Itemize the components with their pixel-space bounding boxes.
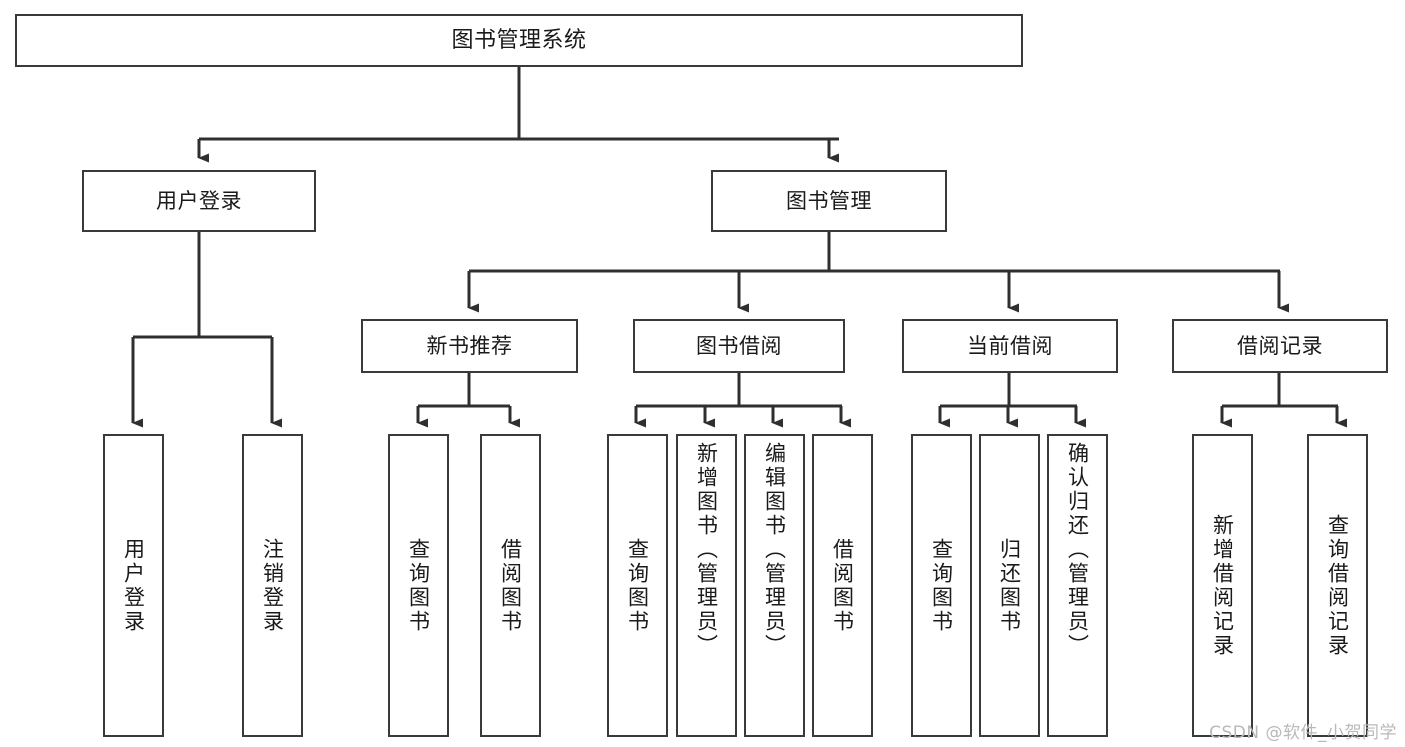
leaf-logout[interactable]: 注销登录 — [242, 434, 303, 737]
node-label: 当前借阅 — [967, 333, 1053, 358]
node-new-book-recommend[interactable]: 新书推荐 — [361, 319, 578, 373]
leaf-borrow-book[interactable]: 借阅图书 — [812, 434, 873, 737]
node-root-system[interactable]: 图书管理系统 — [15, 14, 1023, 67]
node-book-manage[interactable]: 图书管理 — [711, 170, 947, 232]
leaf-return-book[interactable]: 归还图书 — [979, 434, 1040, 737]
node-label: 新书推荐 — [426, 333, 513, 358]
node-current-borrow[interactable]: 当前借阅 — [902, 319, 1118, 373]
node-label: 查询借阅记录 — [1325, 513, 1350, 658]
leaf-query-borrow-record[interactable]: 查询借阅记录 — [1307, 434, 1368, 737]
csdn-watermark: CSDN @软件_小贺同学 — [1209, 723, 1397, 743]
node-label: 确认归还（管理员） — [1065, 442, 1090, 658]
leaf-query-book-current[interactable]: 查询图书 — [911, 434, 972, 737]
node-book-borrow[interactable]: 图书借阅 — [633, 319, 845, 373]
node-label: 编辑图书（管理员） — [762, 442, 787, 658]
node-label: 查询图书 — [406, 537, 431, 634]
leaf-edit-book-admin[interactable]: 编辑图书（管理员） — [744, 434, 805, 737]
node-label: 借阅图书 — [498, 537, 523, 634]
node-label: 注销登录 — [260, 537, 285, 634]
node-label: 借阅图书 — [830, 537, 855, 634]
node-label: 图书管理系统 — [451, 27, 587, 53]
leaf-add-book-admin[interactable]: 新增图书（管理员） — [676, 434, 737, 737]
node-label: 新增图书（管理员） — [694, 442, 719, 658]
node-user-login[interactable]: 用户登录 — [82, 170, 316, 232]
leaf-user-login[interactable]: 用户登录 — [103, 434, 164, 737]
node-label: 查询图书 — [929, 537, 954, 634]
leaf-borrow-book-recommend[interactable]: 借阅图书 — [480, 434, 541, 737]
node-label: 查询图书 — [625, 537, 650, 634]
leaf-query-book-recommend[interactable]: 查询图书 — [388, 434, 449, 737]
node-label: 新增借阅记录 — [1210, 513, 1235, 658]
node-label: 用户登录 — [156, 188, 242, 213]
node-label: 图书管理 — [786, 188, 872, 213]
node-label: 归还图书 — [997, 537, 1022, 634]
node-label: 图书借阅 — [696, 333, 782, 358]
node-label: 借阅记录 — [1237, 333, 1323, 358]
leaf-add-borrow-record[interactable]: 新增借阅记录 — [1192, 434, 1253, 737]
leaf-query-book-borrow[interactable]: 查询图书 — [607, 434, 668, 737]
leaf-confirm-return-admin[interactable]: 确认归还（管理员） — [1047, 434, 1108, 737]
node-borrow-record[interactable]: 借阅记录 — [1172, 319, 1388, 373]
node-label: 用户登录 — [121, 537, 146, 634]
